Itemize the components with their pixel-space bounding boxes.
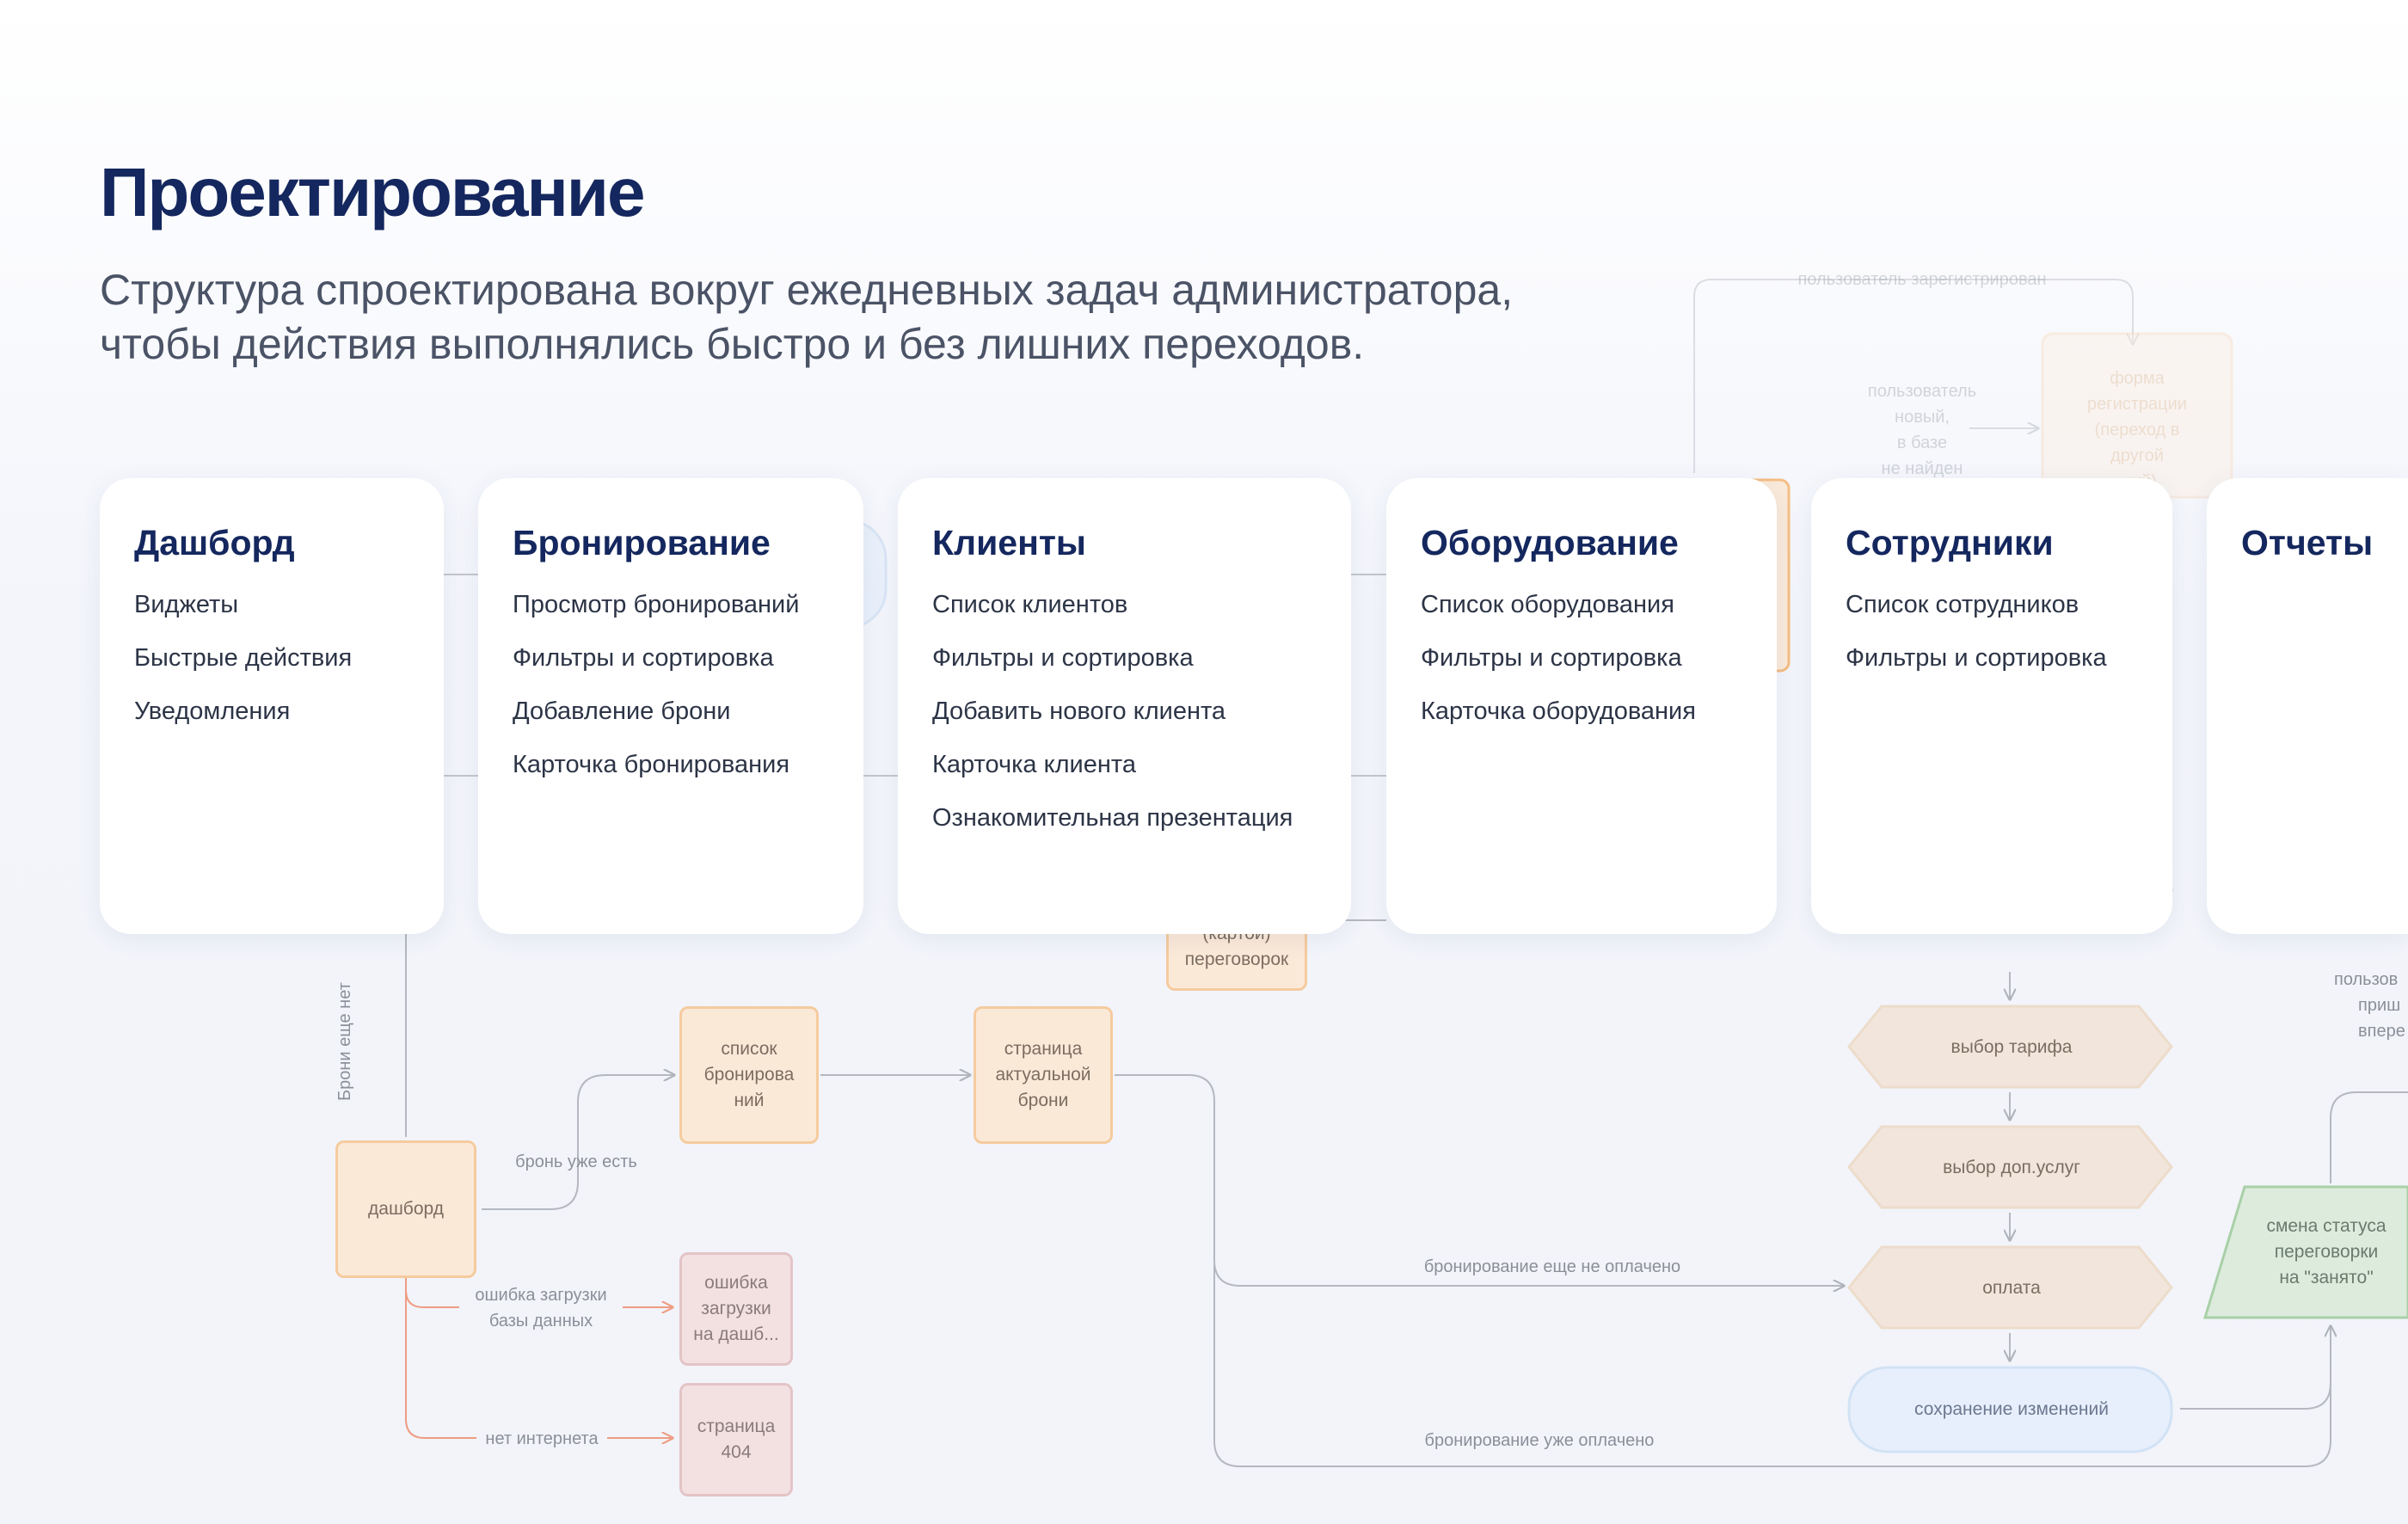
edge-user-first	[2330, 1091, 2408, 1183]
hex-tariff-shape	[1847, 1005, 2173, 1089]
section-card-employees[interactable]: Сотрудники Список сотрудников Фильтры и …	[1811, 478, 2172, 934]
section-title: Клиенты	[932, 523, 1086, 562]
hex-payment-shape	[1847, 1245, 2173, 1330]
subtitle-line-2: чтобы действия выполнялись быстро и без …	[100, 320, 1365, 368]
section-item: Ознакомительная презентация	[932, 804, 1293, 832]
section-item: Виджеты	[134, 591, 239, 618]
edge-label-has-booking: бронь уже есть	[515, 1152, 637, 1171]
section-item: Добавление брони	[513, 697, 731, 725]
section-card-dashboard[interactable]: Дашборд Виджеты Быстрые действия Уведомл…	[100, 478, 444, 934]
section-title: Отчеты	[2241, 523, 2374, 562]
section-card-clients[interactable]: Клиенты Список клиентов Фильтры и сортир…	[898, 478, 1351, 934]
section-item: Фильтры и сортировка	[932, 644, 1194, 672]
section-card-reports[interactable]: Отчеты	[2207, 478, 2408, 934]
edge-save-to-status	[2180, 1329, 2331, 1410]
hex-extras-shape	[1847, 1125, 2173, 1209]
dashboard-node: дашборд	[335, 1140, 476, 1278]
section-item: Карточка бронирования	[513, 751, 790, 778]
edge-not-paid	[1115, 1074, 1844, 1286]
section-item: Список оборудования	[1421, 591, 1674, 618]
edge-label-user-new: пользователь новый, в базе не найден	[1867, 382, 1977, 478]
section-item: Карточка клиента	[932, 751, 1136, 778]
section-title: Оборудование	[1421, 523, 1679, 562]
section-item: Фильтры и сортировка	[1421, 644, 1682, 672]
edge-label-user-registered: пользователь зарегистрирован	[1797, 270, 2047, 289]
page-404-node: страница 404	[679, 1383, 793, 1496]
edge-paid	[1213, 1264, 2331, 1467]
section-card-equipment[interactable]: Оборудование Список оборудования Фильтры…	[1386, 478, 1777, 934]
edge-label-no-internet: нет интернета	[485, 1429, 599, 1448]
section-title: Дашборд	[134, 523, 295, 562]
section-title: Бронирование	[513, 523, 771, 562]
section-card-booking[interactable]: Бронирование Просмотр бронирований Фильт…	[478, 478, 863, 934]
extras-node: выбор доп.услуг	[1943, 1158, 2080, 1177]
save-node: сохранение изменений	[1914, 1399, 2109, 1419]
edge-user-registered	[1693, 279, 2133, 473]
edge-no-internet	[405, 1290, 476, 1439]
booking-list-node: список бронирова ний	[679, 1006, 819, 1144]
edge-label-no-bookings: Брони еще нет	[335, 982, 354, 1101]
section-item: Уведомления	[134, 697, 291, 725]
page-title: Проектирование	[100, 154, 645, 230]
db-error-node: ошибка загрузки на дашб...	[679, 1252, 793, 1366]
section-item: Добавить нового клиента	[932, 697, 1226, 725]
edge-label-user-first: пользов приш впере	[2334, 970, 2405, 1041]
payment-node: оплата	[1982, 1278, 2041, 1298]
edge-label-not-paid: бронирование еще не оплачено	[1423, 1257, 1681, 1276]
edge-label-paid: бронирование уже оплачено	[1424, 1431, 1655, 1450]
edge-db-error	[405, 1278, 459, 1308]
page-subtitle: Структура спроектирована вокруг ежедневн…	[100, 263, 1699, 372]
section-item: Список сотрудников	[1846, 591, 2079, 618]
edge-has-booking	[482, 1075, 674, 1210]
section-title: Сотрудники	[1846, 523, 2054, 562]
section-item: Карточка оборудования	[1421, 697, 1696, 725]
edge-label-db-error: ошибка загрузки базы данных	[475, 1286, 607, 1330]
tariff-node: выбор тарифа	[1950, 1037, 2073, 1057]
status-change-node: смена статуса переговорки на "занято"	[2266, 1216, 2386, 1287]
booking-page-node: страница актуальной брони	[974, 1006, 1113, 1144]
section-item: Просмотр бронирований	[513, 591, 800, 618]
section-item: Фильтры и сортировка	[513, 644, 774, 672]
reg-form-node: форма регистрации (переход в другой ...и…	[2087, 369, 2187, 491]
status-change-shape	[2202, 1185, 2408, 1319]
section-item: Список клиентов	[932, 591, 1128, 618]
section-item: Фильтры и сортировка	[1846, 644, 2107, 672]
subtitle-line-1: Структура спроектирована вокруг ежедневн…	[100, 266, 1514, 314]
section-item: Быстрые действия	[134, 644, 353, 672]
save-shape	[1847, 1366, 2173, 1453]
